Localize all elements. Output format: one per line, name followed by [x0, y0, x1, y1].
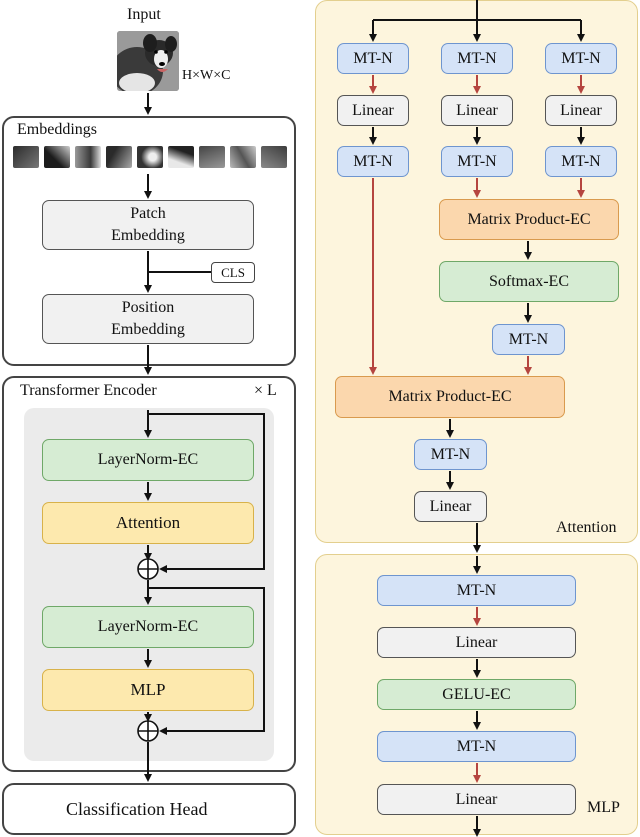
- image-patch: [199, 146, 225, 168]
- classification-head-panel: [2, 783, 296, 835]
- linear-query-box: Linear: [337, 95, 409, 126]
- repeat-count-label: × L: [254, 382, 277, 399]
- matrix-product-1-box: Matrix Product-EC: [439, 199, 619, 240]
- mtn-query-box: MT-N: [337, 43, 409, 74]
- image-patch: [230, 146, 256, 168]
- mtn-value-2-box: MT-N: [545, 146, 617, 177]
- image-patch: [44, 146, 70, 168]
- mtn-key-2-box: MT-N: [441, 146, 513, 177]
- layernorm-1-box: LayerNorm-EC: [42, 439, 254, 481]
- input-dims: H×W×C: [182, 68, 231, 83]
- matrix-product-2-box: Matrix Product-EC: [335, 376, 565, 418]
- softmax-box: Softmax-EC: [439, 261, 619, 302]
- mlp-box: MLP: [42, 669, 254, 711]
- image-patch: [261, 146, 287, 168]
- position-embedding-box: Position Embedding: [42, 294, 254, 344]
- attention-box: Attention: [42, 502, 254, 544]
- patch-embedding-box: Patch Embedding: [42, 200, 254, 250]
- mlp-mtn-1-box: MT-N: [377, 575, 576, 606]
- image-patch: [168, 146, 194, 168]
- mtn-attention-out-box: MT-N: [414, 439, 487, 470]
- input-image: [117, 31, 179, 91]
- classification-head-label: Classification Head: [66, 799, 208, 819]
- linear-key-box: Linear: [441, 95, 513, 126]
- linear-value-box: Linear: [545, 95, 617, 126]
- mtn-key-box: MT-N: [441, 43, 513, 74]
- mlp-linear-2-box: Linear: [377, 784, 576, 815]
- mlp-linear-1-box: Linear: [377, 627, 576, 658]
- image-patch: [13, 146, 39, 168]
- mtn-query-2-box: MT-N: [337, 146, 409, 177]
- image-patch: [137, 146, 163, 168]
- mlp-panel-label: MLP: [587, 799, 620, 816]
- mtn-value-box: MT-N: [545, 43, 617, 74]
- image-patch: [106, 146, 132, 168]
- layernorm-2-box: LayerNorm-EC: [42, 606, 254, 648]
- cls-token-box: CLS: [211, 262, 255, 283]
- mlp-mtn-2-box: MT-N: [377, 731, 576, 762]
- gelu-box: GELU-EC: [377, 679, 576, 710]
- transformer-encoder-title: Transformer Encoder: [20, 382, 157, 399]
- embeddings-title: Embeddings: [17, 121, 97, 138]
- linear-attention-out-box: Linear: [414, 491, 487, 522]
- image-patch: [75, 146, 101, 168]
- mtn-softmax-box: MT-N: [492, 324, 565, 355]
- input-label: Input: [127, 6, 161, 23]
- attention-panel-label: Attention: [556, 519, 617, 536]
